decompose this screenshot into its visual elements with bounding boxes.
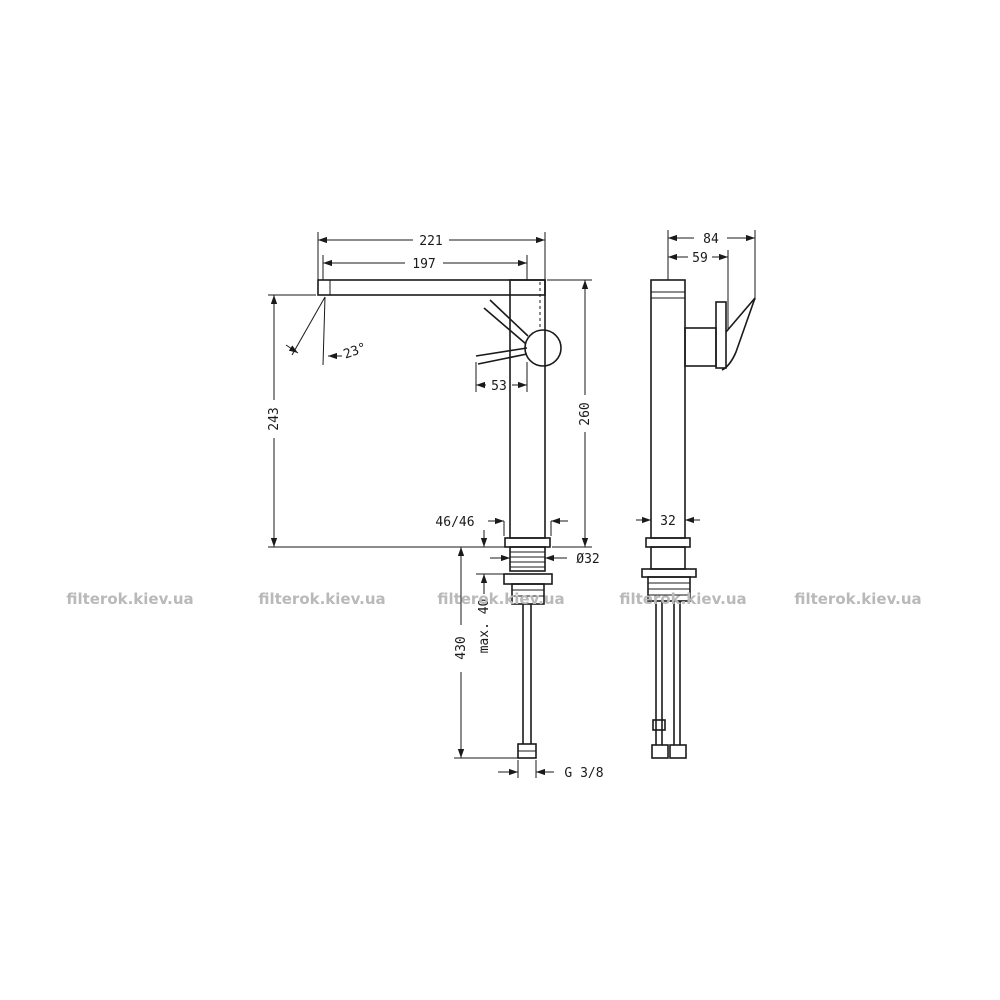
side-hose-fitting-right (669, 744, 687, 759)
label-59: 59 (692, 251, 708, 266)
label-23-degrees: 23° (342, 340, 369, 362)
watermark-text-5: filterok.kiev.ua (794, 590, 921, 608)
label-g-3-8: G 3/8 (564, 766, 603, 781)
side-body (650, 279, 686, 539)
watermark-text-2: filterok.kiev.ua (258, 590, 385, 608)
label-430: 430 (454, 636, 469, 659)
label-53: 53 (491, 379, 507, 394)
front-view (317, 279, 562, 759)
watermark-text-4: filterok.kiev.ua (619, 590, 746, 608)
spout (317, 279, 546, 296)
side-base-plate (645, 537, 691, 548)
side-handle-block (684, 327, 717, 367)
dimension-labels: 221 197 23° 53 243 260 46/46 Ø32 max. 40… (267, 232, 719, 781)
label-243: 243 (267, 407, 282, 430)
side-dimensions (636, 230, 756, 530)
watermark-text-3: filterok.kiev.ua (437, 590, 564, 608)
front-dimensions (268, 232, 592, 778)
label-32: 32 (660, 514, 676, 529)
side-view (641, 279, 756, 759)
label-84: 84 (703, 232, 719, 247)
mount-nut (503, 573, 553, 585)
side-lever (721, 297, 756, 371)
watermark-text-1: filterok.kiev.ua (66, 590, 193, 608)
label-46-46: 46/46 (435, 515, 474, 530)
label-max-40: max. 40 (477, 599, 492, 654)
label-260: 260 (578, 402, 593, 425)
side-hose-fitting-left (651, 744, 669, 759)
base-plate (504, 537, 551, 548)
label-221: 221 (419, 234, 442, 249)
watermark: filterok.kiev.ua filterok.kiev.ua filter… (66, 590, 921, 608)
label-diameter-32: Ø32 (576, 552, 599, 567)
handle-knob (524, 329, 562, 367)
label-197: 197 (412, 257, 435, 272)
